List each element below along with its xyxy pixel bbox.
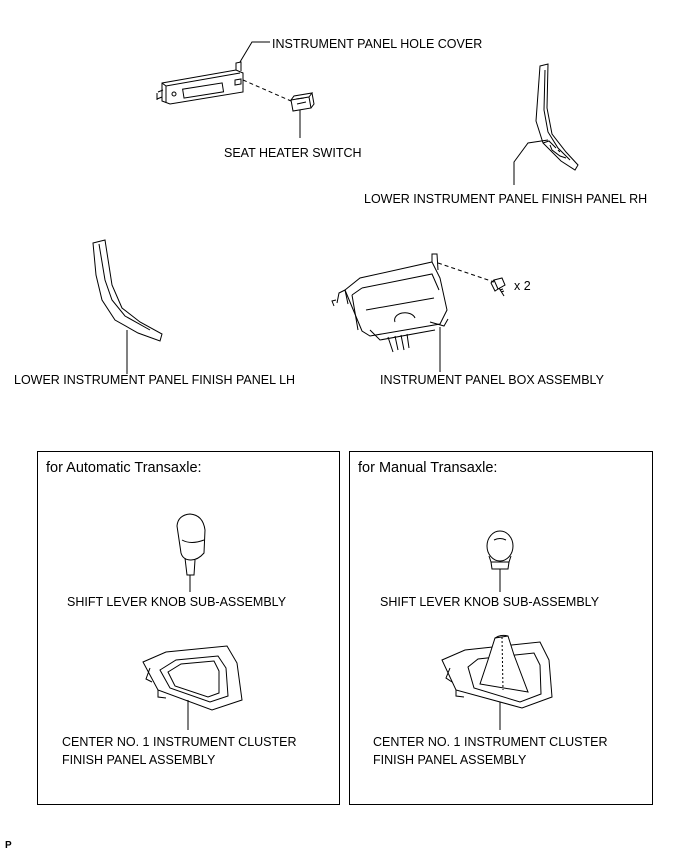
screw-quantity-label: x 2	[514, 279, 531, 293]
box-dash-line	[437, 262, 495, 283]
finish-panel-rh-leader	[513, 139, 549, 185]
finish-panel-lh-label: LOWER INSTRUMENT PANEL FINISH PANEL LH	[14, 373, 296, 387]
auto-center-panel-drawing	[142, 645, 243, 711]
automatic-transaxle-box	[37, 451, 340, 805]
hole-cover-leader	[239, 41, 270, 63]
manual-center-panel-drawing	[441, 634, 553, 709]
box-assembly-label: INSTRUMENT PANEL BOX ASSEMBLY	[380, 373, 604, 387]
automatic-box-title: for Automatic Transaxle:	[46, 460, 202, 476]
hole-cover-label: INSTRUMENT PANEL HOLE COVER	[272, 37, 483, 51]
manual-panel-label-line2: FINISH PANEL ASSEMBLY	[373, 753, 527, 767]
manual-box-title: for Manual Transaxle:	[358, 460, 498, 476]
figure-code: P	[5, 840, 12, 851]
auto-panel-label-line2: FINISH PANEL ASSEMBLY	[62, 753, 216, 767]
seat-heater-switch-drawing	[290, 92, 315, 112]
hole-cover-dash-line	[242, 79, 292, 102]
auto-panel-label-line1: CENTER NO. 1 INSTRUMENT CLUSTER	[62, 735, 297, 749]
auto-shift-knob-drawing	[176, 513, 206, 576]
finish-panel-rh-drawing	[535, 63, 579, 171]
manual-panel-label-line1: CENTER NO. 1 INSTRUMENT CLUSTER	[373, 735, 608, 749]
finish-panel-rh-label: LOWER INSTRUMENT PANEL FINISH PANEL RH	[364, 192, 648, 206]
auto-knob-label: SHIFT LEVER KNOB SUB-ASSEMBLY	[67, 595, 287, 609]
seat-heater-switch-label: SEAT HEATER SWITCH	[224, 146, 362, 160]
manual-knob-label: SHIFT LEVER KNOB SUB-ASSEMBLY	[380, 595, 600, 609]
manual-panel-label: CENTER NO. 1 INSTRUMENT CLUSTER FINISH P…	[373, 733, 608, 769]
hole-cover-drawing	[156, 61, 244, 105]
auto-panel-label: CENTER NO. 1 INSTRUMENT CLUSTER FINISH P…	[62, 733, 297, 769]
box-assembly-drawing	[331, 253, 449, 353]
finish-panel-lh-drawing	[92, 239, 163, 342]
manual-shift-knob-drawing	[486, 530, 514, 570]
manual-transaxle-box	[349, 451, 653, 805]
screw-drawing	[490, 277, 506, 297]
